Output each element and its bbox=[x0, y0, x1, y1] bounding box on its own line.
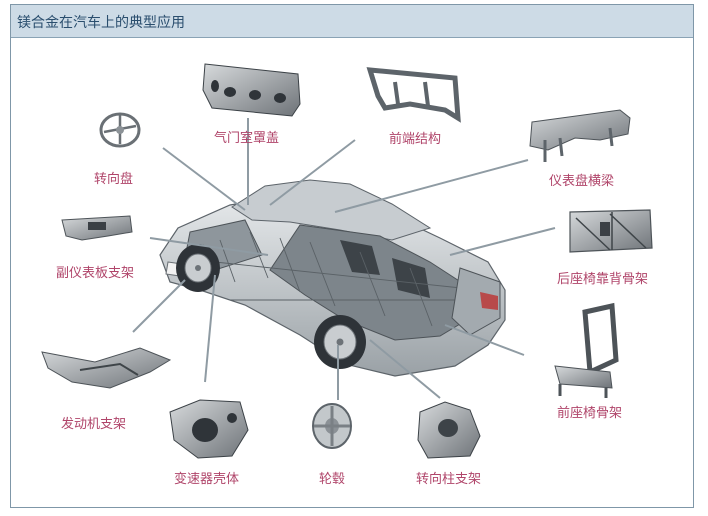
label-rear-seat-back-frame: 后座椅靠背骨架 bbox=[557, 272, 649, 287]
label-engine-bracket: 发动机支架 bbox=[61, 417, 127, 432]
leader-front-end bbox=[269, 139, 356, 206]
leader-gearbox bbox=[204, 274, 216, 383]
leader-lines bbox=[132, 118, 556, 400]
leader-steering-column bbox=[369, 339, 441, 399]
leader-steering-wheel bbox=[162, 147, 246, 211]
valve-cover-part bbox=[202, 63, 301, 117]
figure-frame: 镁合金在汽车上的典型应用 bbox=[10, 4, 694, 508]
leader-sub-instrument bbox=[149, 237, 269, 256]
label-steering-column-bracket: 转向柱支架 bbox=[416, 472, 482, 487]
steering-wheel-part bbox=[99, 112, 141, 148]
front-wheel bbox=[176, 244, 220, 292]
leader-front-seat bbox=[444, 324, 525, 356]
gearbox-housing-part bbox=[169, 399, 249, 459]
rear-wheel bbox=[314, 315, 366, 369]
label-valve-cover: 气门室罩盖 bbox=[214, 131, 280, 146]
figure-title: 镁合金在汽车上的典型应用 bbox=[17, 15, 185, 31]
label-wheel-hub: 轮毂 bbox=[319, 472, 346, 487]
leader-rear-seat-back bbox=[449, 227, 556, 256]
label-sub-instrument-bracket: 副仪表板支架 bbox=[56, 266, 135, 281]
steering-column-bracket-part bbox=[417, 401, 481, 459]
wheel-hub-part bbox=[312, 403, 352, 449]
label-front-end: 前端结构 bbox=[389, 132, 442, 147]
front-end-part bbox=[366, 67, 461, 123]
label-instrument-beam: 仪表盘横梁 bbox=[549, 174, 615, 189]
leader-instrument-beam bbox=[334, 159, 529, 213]
label-front-seat-frame: 前座椅骨架 bbox=[557, 406, 623, 421]
label-gearbox-housing: 变速器壳体 bbox=[174, 472, 240, 487]
car-illustration bbox=[159, 179, 506, 377]
leader-engine-bracket bbox=[132, 279, 186, 333]
engine-bracket-part bbox=[41, 347, 172, 389]
instrument-beam-part bbox=[529, 109, 631, 162]
sub-instrument-bracket-part bbox=[61, 215, 133, 241]
front-seat-frame-part bbox=[554, 302, 619, 398]
label-steering-wheel: 转向盘 bbox=[94, 172, 134, 187]
rear-seat-back-frame-part bbox=[569, 209, 653, 253]
title-bar: 镁合金在汽车上的典型应用 bbox=[11, 5, 693, 38]
